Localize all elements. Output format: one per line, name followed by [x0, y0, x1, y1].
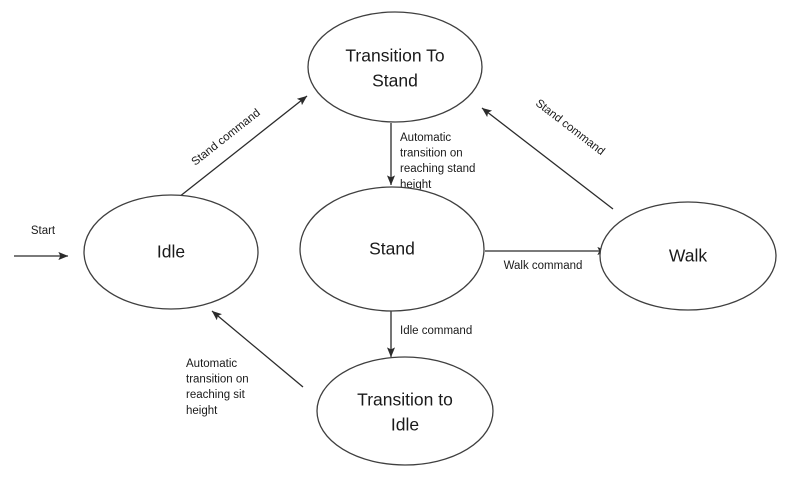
edge-transition-to-stand-to-stand: Automatic transition on reaching stand h… [386, 123, 479, 191]
edge-label-line: transition on [400, 148, 463, 160]
edge-label-line: reaching stand [400, 163, 475, 175]
node-transition-to-stand-label-line2: Stand [372, 71, 418, 91]
entry-start-arrow: Start [14, 225, 69, 261]
node-walk-ellipse[interactable] [599, 201, 777, 311]
edge-walk-to-transition-to-stand: Stand command [481, 97, 614, 210]
node-walk-label: Walk [669, 246, 707, 266]
node-transition-to-idle-label-line2: Idle [391, 415, 419, 435]
edge-transition-to-idle-to-idle: Automatic transition on reaching sit hei… [186, 310, 304, 417]
node-transition-to-stand[interactable]: Transition To Stand [307, 11, 483, 123]
edge-label-line: height [186, 405, 218, 417]
edge-idle-to-transition-to-stand: Stand command [178, 95, 308, 198]
node-stand-label: Stand [369, 239, 415, 259]
edge-label-stand-command-walk: Stand command [533, 97, 607, 158]
node-transition-to-stand-label-line1: Transition To [345, 46, 444, 66]
node-transition-to-idle-label-line1: Transition to [357, 390, 453, 410]
edge-label-automatic-stand: Automatic transition on reaching stand h… [400, 132, 479, 191]
edge-label-line: Automatic [400, 132, 451, 144]
edge-label-idle-command: Idle command [400, 325, 472, 337]
node-stand-ellipse[interactable] [299, 186, 485, 312]
node-transition-to-idle[interactable]: Transition to Idle [316, 356, 494, 466]
node-walk[interactable]: Walk [599, 201, 777, 311]
edge-label-line: reaching sit [186, 389, 246, 401]
node-transition-to-stand-ellipse[interactable] [307, 11, 483, 123]
edge-label-line: Automatic [186, 358, 237, 370]
entry-start-label: Start [31, 225, 56, 237]
edge-label-automatic-sit: Automatic transition on reaching sit hei… [186, 358, 252, 417]
node-stand[interactable]: Stand [299, 186, 485, 312]
node-idle-label: Idle [157, 242, 185, 262]
node-idle[interactable]: Idle [83, 194, 259, 310]
edge-stand-to-walk: Walk command [485, 246, 608, 272]
edge-label-line: transition on [186, 374, 249, 386]
node-idle-ellipse[interactable] [83, 194, 259, 310]
edge-stand-to-transition-to-idle: Idle command [386, 311, 472, 358]
node-transition-to-idle-ellipse[interactable] [316, 356, 494, 466]
edge-label-walk-command: Walk command [504, 260, 583, 272]
